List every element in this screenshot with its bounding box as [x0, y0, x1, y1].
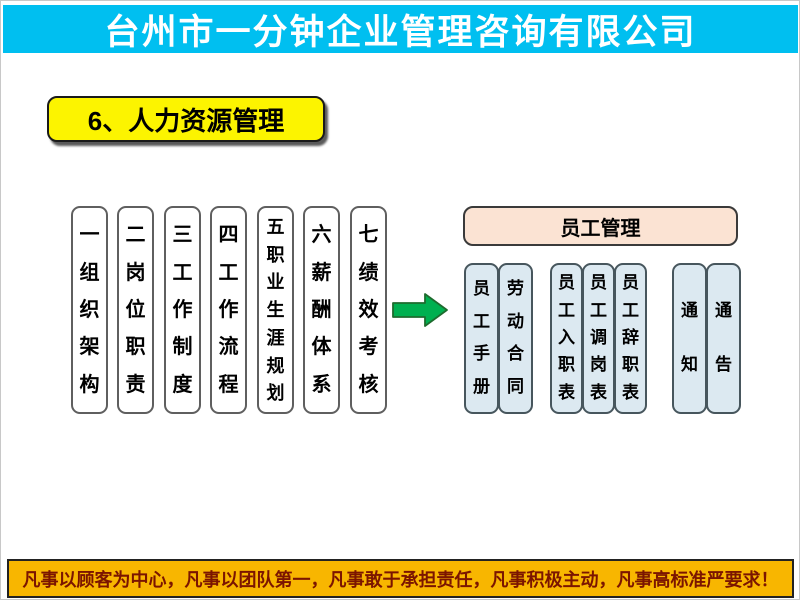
- slogan-text: 凡事以顾客为中心，凡事以团队第一，凡事敢于承担责任，凡事积极主动，凡事高标准严要…: [22, 569, 779, 591]
- hr-module-work-process: 四工作流程: [210, 206, 247, 414]
- hr-module-salary-system: 六薪酬体系: [303, 206, 340, 414]
- company-name: 台州市一分钟企业管理咨询有限公司: [104, 12, 697, 52]
- doc-transfer-form: 员工调岗表: [582, 263, 615, 414]
- slogan-banner: 凡事以顾客为中心，凡事以团队第一，凡事敢于承担责任，凡事积极主动，凡事高标准严要…: [7, 559, 794, 598]
- section-title: 6、人力资源管理: [87, 105, 285, 136]
- hr-module-job-duties: 二岗位职责: [117, 206, 154, 414]
- doc-employee-handbook: 员工手册: [464, 263, 499, 414]
- hr-module-performance: 七绩效考核: [350, 206, 387, 414]
- doc-labor-contract: 劳动合同: [498, 263, 533, 414]
- hr-module-work-system: 三工作制度: [164, 206, 201, 414]
- flow-arrow-icon: [392, 291, 449, 329]
- employee-management-header: 员工管理: [463, 206, 738, 246]
- doc-resignation-form: 员工辞职表: [614, 263, 647, 414]
- section-title-box: 6、人力资源管理: [47, 96, 325, 142]
- hr-module-organization: 一组织架构: [71, 206, 108, 414]
- doc-notice: 通知: [672, 263, 707, 414]
- hr-module-career-planning: 五职业生涯规划: [257, 206, 294, 414]
- doc-onboarding-form: 员工入职表: [550, 263, 583, 414]
- doc-announcement: 通告: [706, 263, 741, 414]
- company-banner: 台州市一分钟企业管理咨询有限公司: [3, 5, 798, 53]
- employee-management-title: 员工管理: [560, 217, 641, 240]
